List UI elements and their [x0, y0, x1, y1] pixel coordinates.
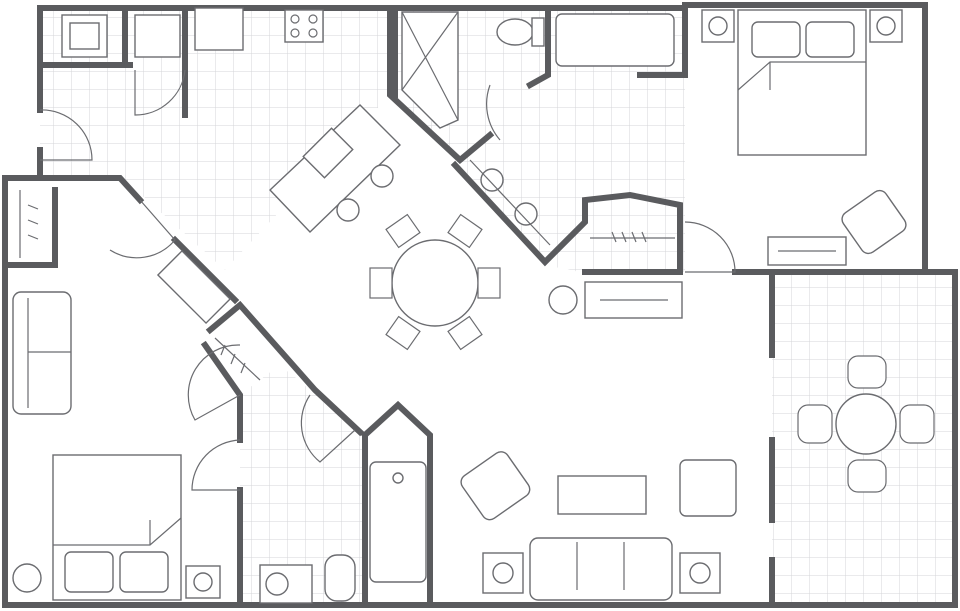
- armchair-icon: [679, 459, 737, 517]
- armchair-icon: [460, 451, 531, 521]
- door-swing-icon: [109, 199, 176, 259]
- tiled-floors: [40, 8, 955, 605]
- sink-icon: [480, 168, 504, 192]
- bathtub-icon: [369, 461, 427, 583]
- vanity-edge: [469, 159, 551, 246]
- toilet-icon: [496, 18, 534, 46]
- bed-sheet-fold: [53, 517, 182, 546]
- door-swing-icon: [134, 69, 186, 116]
- sink-basin: [265, 572, 289, 596]
- bar-stool-icon: [336, 198, 360, 222]
- pillow: [119, 551, 169, 593]
- closet-rod-icon: [214, 337, 261, 381]
- lamp-table-icon: [679, 552, 721, 594]
- refrigerator-icon: [194, 7, 244, 51]
- toilet-tank: [531, 17, 545, 47]
- dining-chairs: [369, 213, 501, 351]
- door-swing-icon: [684, 221, 736, 273]
- pillow: [805, 21, 855, 58]
- lamp-table-icon: [548, 285, 578, 315]
- dining-table-icon: [391, 239, 479, 327]
- dining-table-icon: [835, 393, 897, 455]
- door-swing-icon: [300, 394, 356, 463]
- hall-bath-floor: [240, 365, 365, 605]
- washer-lid: [69, 22, 100, 50]
- lamp-icon: [492, 562, 514, 584]
- tv-console-icon: [156, 249, 232, 325]
- sofa-cushions: [27, 298, 71, 408]
- closet-rod-icon: [19, 190, 39, 258]
- bar-stool-icon: [370, 164, 394, 188]
- bathtub-faucet: [392, 472, 404, 484]
- stove-icon: [284, 9, 324, 43]
- door-swing-icon: [39, 109, 93, 161]
- sink-icon: [514, 202, 538, 226]
- armchair-icon: [841, 189, 907, 255]
- sink-icon: [302, 127, 354, 179]
- doors: [39, 69, 736, 491]
- pillow: [64, 551, 114, 593]
- shower-icon: [401, 11, 459, 129]
- door-swing-icon: [191, 439, 241, 491]
- sofa-icon: [529, 537, 673, 601]
- lanai-chairs: [797, 355, 935, 493]
- sofa-cushions: [576, 542, 625, 590]
- bed-sheet-fold: [737, 61, 866, 91]
- lamp-table-icon: [12, 563, 42, 593]
- closet-rod-icon: [590, 231, 675, 243]
- door-swing-icon: [486, 84, 501, 141]
- lamp-table-icon: [701, 9, 735, 43]
- pillow: [751, 21, 801, 58]
- dryer-icon: [134, 14, 181, 58]
- master-bath-floor: [395, 8, 685, 272]
- sofa-icon: [12, 291, 72, 415]
- toilet-icon: [324, 554, 356, 602]
- lamp-icon: [708, 16, 728, 36]
- stove-burners: [290, 14, 318, 38]
- lamp-icon: [689, 562, 711, 584]
- lamp-icon: [193, 572, 213, 592]
- lamp-icon: [876, 16, 896, 36]
- shower-drain-lines: [401, 11, 459, 121]
- coffee-table: [557, 475, 647, 515]
- bathtub-icon: [555, 13, 675, 67]
